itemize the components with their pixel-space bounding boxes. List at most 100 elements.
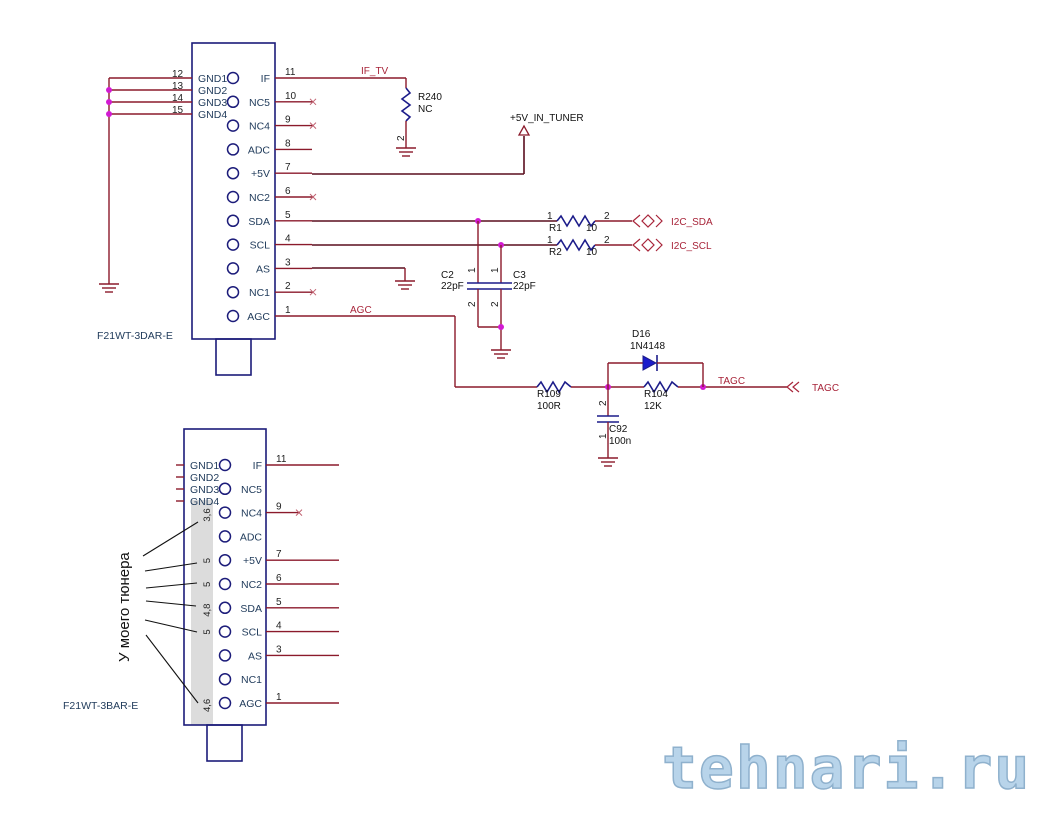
measured-voltages: 3,6 5 5 4,8 5 4,6: [202, 508, 213, 712]
pin-number: 3: [285, 257, 291, 268]
pin-label: NC5: [249, 97, 270, 109]
c92-ref: C92: [609, 424, 628, 435]
pin-circle: [218, 458, 232, 472]
pin-label: GND2: [190, 472, 219, 484]
capacitor-c3: [490, 282, 512, 290]
voltage-reading: 4,6: [202, 699, 213, 712]
pin-number: 1: [598, 433, 609, 439]
pin-label: GND2: [198, 85, 227, 97]
pin-number: 2: [467, 301, 478, 307]
pin-circle: [218, 649, 232, 662]
pin-label: NC1: [241, 674, 262, 686]
ground-pins-top: 12 13 14 15 GND1 GND2 GND3 GND4: [99, 69, 227, 293]
pin-circle: [226, 71, 240, 85]
net-label-tagc: TAGC: [718, 376, 745, 387]
pin-number: 5: [276, 597, 282, 608]
ground-symbol: [491, 349, 511, 359]
pin-circle: [226, 166, 240, 180]
net-label-agc: AGC: [350, 305, 372, 316]
pin-number: 1: [467, 267, 478, 273]
pin-circle: [226, 238, 240, 251]
pin-label: NC4: [241, 508, 262, 520]
voltage-reading: 3,6: [202, 508, 213, 521]
no-connect-icon: [295, 509, 303, 516]
pin-number: 1: [547, 235, 553, 246]
pin-circle: [226, 262, 240, 275]
pin-label: NC2: [249, 192, 270, 204]
pin-label: GND3: [190, 484, 219, 496]
pin-number: 2: [396, 135, 407, 141]
voltage-reading: 5: [202, 582, 213, 587]
pin-circle: [226, 214, 240, 228]
i2c-nets: 1 2 1 2 R1 10 R2 10 I2C_SDA I2C_SCL: [312, 211, 713, 359]
c2-value: 22pF: [441, 281, 464, 292]
r104-value: 12K: [644, 401, 662, 412]
r2-ref: R2: [549, 247, 562, 258]
r109-ref: R109: [537, 389, 561, 400]
pin-number: 1: [547, 211, 553, 222]
agc-net: AGC R109 100R R104 12K D16 1N4148 TAGC T…: [312, 305, 839, 467]
pin-label: SDA: [248, 216, 270, 228]
voltage-reading: 5: [202, 629, 213, 634]
if-tv-net: IF_TV R240 NC 2: [312, 66, 442, 157]
voltage-reading: 5: [202, 558, 213, 563]
connector-top: F21WT-3DAR-E 12 13 14 15 GND1 GND2 GND3 …: [97, 42, 317, 376]
pin-number: 7: [285, 162, 291, 173]
pin-label: GND1: [190, 460, 219, 472]
voltage-highlight: [191, 500, 213, 725]
connector-bottom-part-name: F21WT-3BAR-E: [63, 700, 138, 712]
watermark-logo: tehnari.ru: [662, 734, 1031, 802]
pin-number: 11: [276, 454, 287, 465]
pin-circle: [226, 95, 240, 109]
net-label-power: +5V_IN_TUNER: [510, 113, 584, 124]
r240-value: NC: [418, 104, 432, 115]
ground-pins-bottom: GND1 GND2 GND3 GND4: [176, 460, 219, 508]
pin-number: 1: [285, 305, 291, 316]
d16-ref: D16: [632, 329, 651, 340]
pin-label: AS: [248, 650, 262, 662]
pin-circle: [218, 672, 232, 686]
no-connect-icon: [309, 98, 317, 106]
connector-bottom: F21WT-3BAR-E GND1 GND2 GND3 GND4 IF 11NC5…: [63, 428, 339, 762]
resistor-r109: [536, 380, 572, 394]
no-connect-icon: [309, 193, 317, 201]
resistor-r104: [643, 380, 679, 394]
bidirectional-port-icon: [632, 214, 663, 228]
as-ground: [312, 267, 415, 290]
connector-top-tab: [215, 338, 252, 376]
pin-label: IF: [261, 73, 270, 85]
pin-number: 1: [276, 692, 282, 703]
resistor-r2: [556, 238, 596, 252]
pin-label: NC5: [241, 484, 262, 496]
pin-label: AGC: [247, 311, 270, 323]
pin-number: 7: [276, 549, 282, 560]
capacitor-c2: [467, 282, 490, 290]
pin-circle: [226, 190, 240, 204]
ground-symbol: [598, 457, 618, 467]
pin-number: 15: [172, 105, 184, 116]
r1-ref: R1: [549, 223, 562, 234]
r1-value: 10: [586, 223, 598, 234]
pin-number: 2: [490, 301, 501, 307]
pin-number: 2: [285, 281, 291, 292]
pin-circle: [218, 553, 232, 567]
pin-label: IF: [253, 460, 262, 472]
r2-value: 10: [586, 247, 598, 258]
pin-label: GND4: [190, 496, 219, 508]
pin-circle: [218, 696, 232, 710]
pin-label: GND3: [198, 97, 227, 109]
capacitor-c92: [597, 415, 619, 423]
voltage-reading: 4,8: [202, 604, 213, 617]
power-arrow-icon: [517, 124, 531, 136]
pin-number: 11: [285, 67, 296, 78]
pin-label: SDA: [240, 603, 262, 615]
d16-value: 1N4148: [630, 341, 665, 352]
pin-label: NC1: [249, 287, 270, 299]
ground-symbol: [99, 283, 119, 293]
pin-label: SCL: [242, 627, 263, 639]
pin-label: GND1: [198, 73, 227, 85]
power-net: +5V_IN_TUNER: [312, 113, 584, 175]
pin-number: 12: [172, 69, 184, 80]
